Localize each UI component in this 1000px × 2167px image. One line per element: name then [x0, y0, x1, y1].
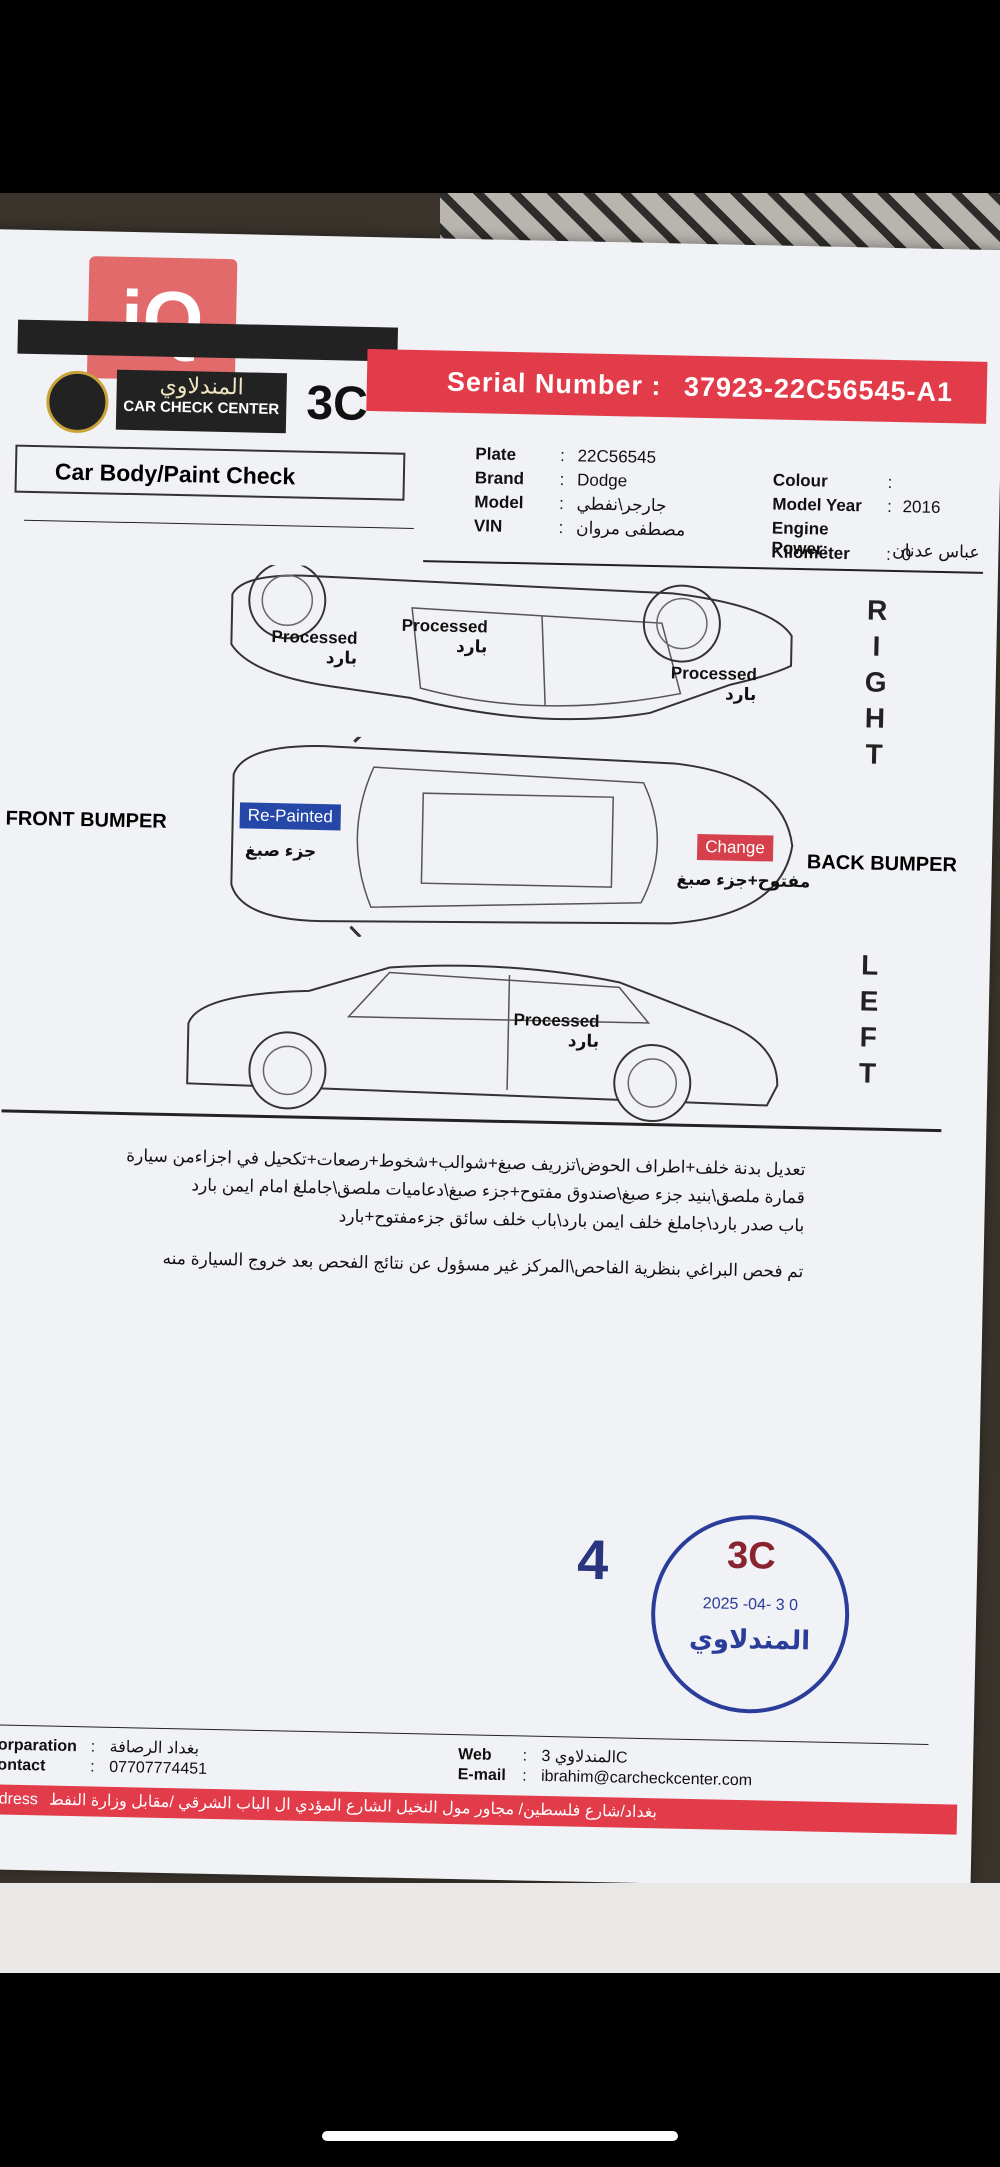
logo-english: CAR CHECK CENTER	[123, 397, 280, 419]
letter-h: H	[864, 702, 886, 734]
serial-bar: Serial Number : 37923-22C56545-A1	[366, 348, 988, 424]
repainted-tag-ar: جزء صبغ	[244, 840, 317, 861]
brand-label: Brand	[474, 468, 525, 489]
logo: المندلاوي CAR CHECK CENTER	[115, 369, 288, 434]
web-row: Web : المندلاوي 3C	[457, 1746, 628, 1767]
serial-value: 37923-22C56545-A1	[683, 371, 954, 408]
letter-t: T	[865, 738, 884, 770]
brand-row: Brand : Dodge	[474, 468, 628, 491]
km-row: Kilometer : 0	[771, 542, 912, 565]
letter-i: I	[872, 630, 881, 662]
repainted-tag: Re-Painted	[239, 802, 342, 831]
car-right-side-diagram	[230, 563, 793, 721]
contact-label: Contact	[0, 1756, 46, 1775]
model-row: Model : جارجر\نفطي	[474, 492, 667, 516]
letter-r: R	[866, 594, 888, 626]
title-underline	[23, 519, 414, 529]
email-value[interactable]: ibrahim@carcheckcenter.com	[540, 1767, 753, 1790]
right-side-label: R I G H T	[859, 592, 893, 773]
right-mark-2: Processed بارد	[401, 616, 488, 658]
vin-label: VIN	[473, 516, 503, 536]
header-dark-bar	[17, 319, 399, 362]
right-mark-3-en: Processed	[670, 663, 758, 685]
colour-row: Colour :	[772, 470, 893, 492]
year-row: Model Year : 2016	[772, 494, 941, 517]
email-row: E-mail : ibrahim@carcheckcenter.com	[457, 1766, 753, 1790]
letter-e: E	[859, 985, 879, 1017]
vin-row: VIN : مصطفى مروان	[473, 516, 686, 540]
right-mark-1-en: Processed	[271, 626, 358, 648]
letter-t: T	[858, 1057, 877, 1089]
watermark-logo: iQ	[86, 256, 238, 382]
right-mark-2-en: Processed	[401, 615, 488, 637]
address-bar: Address بغداد/شارع فلسطين/ مجاور مول الن…	[0, 1783, 958, 1835]
km-value: 0	[901, 545, 912, 565]
stamp-name: المندلاوي	[688, 1622, 811, 1656]
model-label: Model	[474, 492, 524, 513]
right-mark-3: Processed بارد	[670, 663, 757, 705]
home-indicator[interactable]	[322, 2131, 678, 2141]
sheet-bottom-edge	[0, 1883, 1000, 1973]
center-stamp: 3C 2025 -04- 3 0 المندلاوي	[649, 1513, 852, 1716]
plate-row: Plate : 22C56545	[475, 444, 657, 467]
plate-label: Plate	[475, 444, 517, 465]
contact-row: Contact : 07707774451	[0, 1756, 207, 1779]
back-bumper-label: BACK BUMPER	[806, 851, 958, 877]
serial-label: Serial Number :	[446, 366, 662, 402]
stamp-code: 3C	[726, 1534, 777, 1578]
inspection-sheet: iQ Serial Number : 37923-22C56545-A1 الم…	[0, 229, 1000, 1890]
photo-area: iQ Serial Number : 37923-22C56545-A1 الم…	[0, 193, 1000, 1973]
letter-f: F	[859, 1021, 878, 1053]
car-left-side-diagram	[186, 964, 779, 1123]
logo-emblem	[45, 370, 110, 434]
plate-value: 22C56545	[577, 446, 657, 467]
right-mark-2-ar: بارد	[455, 636, 488, 657]
left-side-label: L E F T	[852, 947, 885, 1092]
colour-label: Colour	[772, 470, 828, 491]
model-value: جارجر\نفطي	[576, 494, 667, 516]
front-bumper-label: FRONT BUMPER	[5, 807, 167, 833]
email-label: E-mail	[457, 1766, 506, 1785]
address-value: بغداد/شارع فلسطين/ مجاور مول النخيل الشا…	[48, 1791, 658, 1822]
right-mark-3-ar: بارد	[724, 684, 757, 705]
logo-arabic: المندلاوي	[159, 372, 245, 400]
vin-value: مصطفى مروان	[575, 518, 686, 540]
contact-value: 07707774451	[108, 1758, 208, 1778]
right-mark-1: Processed بارد	[271, 626, 358, 669]
year-label: Model Year	[772, 494, 863, 516]
left-mark-en: Processed	[513, 1010, 600, 1031]
stamp-date: 2025 -04- 3 0	[702, 1595, 799, 1615]
disclaimer: تم فحص البراغي بنظرية الفاحص\المركز غير …	[162, 1248, 804, 1282]
corp-value: بغداد الرصافة	[109, 1738, 200, 1758]
year-value: 2016	[902, 497, 941, 517]
corp-label: Corparation	[0, 1736, 78, 1756]
address-label: Address	[0, 1790, 38, 1809]
car-top-view-diagram	[230, 733, 794, 938]
web-value[interactable]: المندلاوي 3C	[541, 1747, 628, 1767]
brand-value: Dodge	[576, 470, 628, 491]
corp-row: Corparation : بغداد الرصافة	[0, 1734, 199, 1758]
page-number: 4	[576, 1527, 610, 1592]
change-tag: Change	[696, 833, 774, 862]
right-mark-1-ar: بارد	[325, 648, 358, 668]
logo-3c: 3C	[305, 376, 369, 431]
change-tag-ar: مفتوح+جزء صبغ	[676, 869, 811, 892]
page-title: Car Body/Paint Check	[14, 444, 406, 501]
web-label: Web	[457, 1746, 492, 1764]
km-label: Kilometer	[771, 542, 851, 564]
letter-l: L	[860, 949, 879, 981]
inspection-notes: تعديل بدنة خلف+اطراف الحوض\تزريف صبغ+شوا…	[124, 1142, 806, 1286]
left-mark-ar: بارد	[567, 1031, 600, 1051]
left-mark: Processed بارد	[513, 1010, 600, 1052]
letter-g: G	[864, 666, 887, 698]
